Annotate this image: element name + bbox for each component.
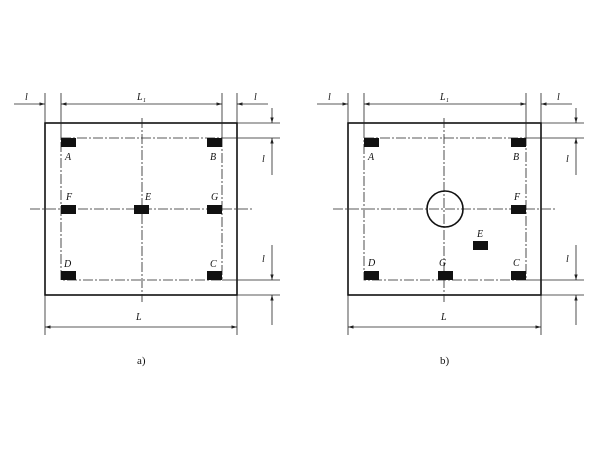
panel-a-label-left-l: l: [25, 92, 28, 103]
panel-a-label-right-upper-l: l: [262, 154, 265, 165]
panel-a-block-f: [61, 205, 76, 214]
panel-b-block-c: [511, 271, 526, 280]
panel-b-label-left-l: l: [328, 92, 331, 103]
panel-a-caption: a): [137, 355, 146, 367]
panel-b-label-c: C: [513, 258, 520, 269]
panel-a-label-b: B: [210, 152, 216, 163]
panel-b-label-e: E: [476, 229, 483, 240]
panel-a-outer-frame: [44, 122, 238, 296]
panel-b-center-hole: [426, 190, 464, 228]
panel-b-label-l: L: [440, 312, 447, 323]
panel-b-label-right-upper-l: l: [566, 154, 569, 165]
panel-a-label-a: A: [64, 152, 72, 163]
panel-a-label-e: E: [144, 192, 151, 203]
panel-a-label-c: C: [210, 259, 217, 270]
panel-b-block-g: [438, 271, 453, 280]
panel-b-label-l1: L₁: [439, 92, 449, 103]
panel-a-label-d: D: [63, 259, 72, 270]
panel-a-label-f: F: [65, 192, 73, 203]
panel-a-block-a: [61, 138, 76, 147]
panel-a-label-g: G: [211, 192, 218, 203]
panel-b-label-right-l: l: [557, 92, 560, 103]
panel-a-block-c: [207, 271, 222, 280]
panel-b-block-f: [511, 205, 526, 214]
panel-b-label-g: G: [439, 258, 446, 269]
panel-b-caption: b): [440, 355, 450, 367]
panel-a-label-right-lower-l: l: [262, 254, 265, 265]
panel-a-block-d: [61, 271, 76, 280]
panel-a-block-g: [207, 205, 222, 214]
panel-b-block-b: [511, 138, 526, 147]
panel-a-block-e: [134, 205, 149, 214]
panel-a-label-l1: L₁: [136, 92, 146, 103]
panel-b-block-e: [473, 241, 488, 250]
panel-b-label-b: B: [513, 152, 519, 163]
panel-b-block-d: [364, 271, 379, 280]
panel-a-label-l: L: [135, 312, 142, 323]
panel-b-label-a: A: [367, 152, 375, 163]
panel-b-label-right-lower-l: l: [566, 254, 569, 265]
panel-b-label-f: F: [513, 192, 521, 203]
panel-a-block-b: [207, 138, 222, 147]
panel-b-label-d: D: [367, 258, 376, 269]
panel-b: L₁ l l l l L A B F E D G C b): [317, 92, 584, 367]
panel-a-label-right-l: l: [254, 92, 257, 103]
panel-b-block-a: [364, 138, 379, 147]
panel-a: L₁ l l l l L A B F E G D C a): [14, 92, 280, 367]
